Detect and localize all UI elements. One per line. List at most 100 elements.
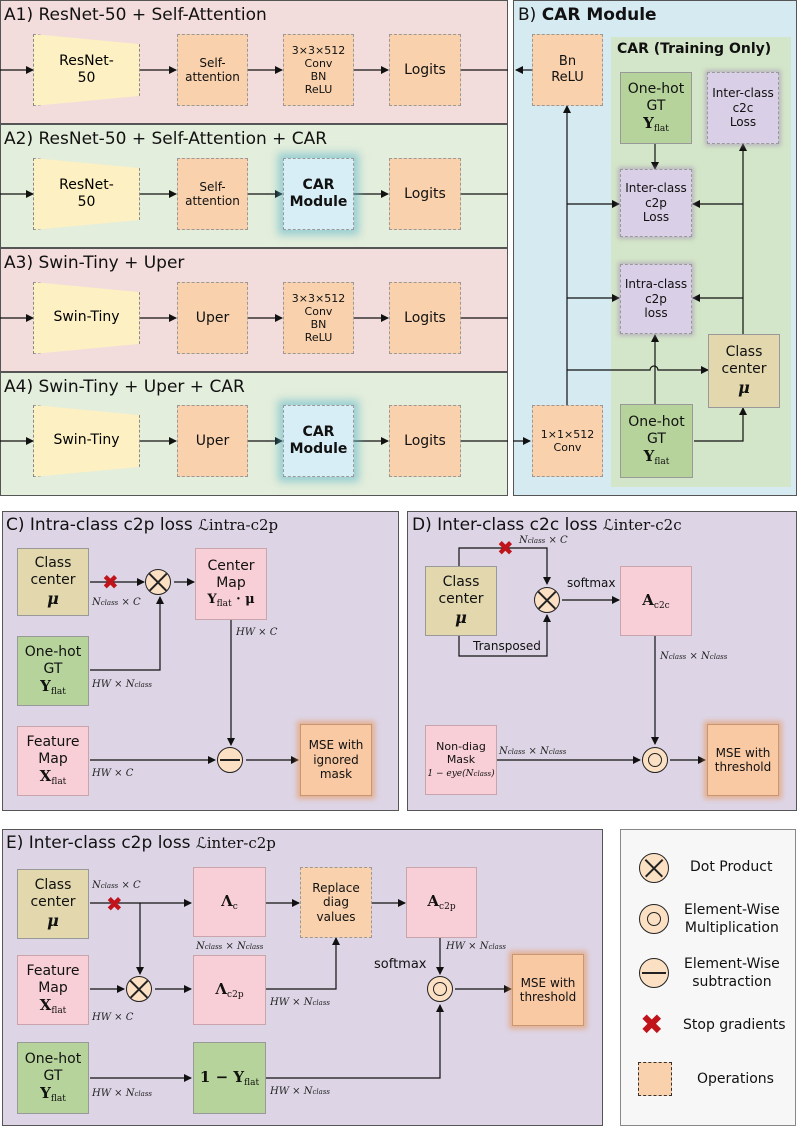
one-minus-y-symbol: 1 − Yflat: [200, 1068, 259, 1089]
mse-label-3: mask: [319, 767, 353, 782]
class-sub: class: [245, 943, 264, 951]
class-label: Class: [34, 877, 72, 894]
legend-dot-product-icon: [639, 853, 669, 883]
car-label-2: Module: [289, 194, 348, 210]
hw-text: HW: [446, 941, 465, 952]
lambda-letter: Λ: [221, 891, 233, 910]
legend-sub-1: Element-Wise: [684, 956, 780, 972]
flat-sub: flat: [50, 687, 66, 698]
title-e-math: ℒinter-c2p: [195, 834, 276, 852]
n-letter: N: [92, 597, 101, 608]
transposed-label: Transposed: [473, 639, 541, 653]
n-letter: N: [196, 941, 205, 952]
title-b-prefix: B): [518, 5, 537, 25]
n-letter: N: [660, 651, 669, 662]
mse-label-2: threshold: [519, 990, 577, 1004]
class-sub: class: [312, 999, 331, 1007]
n-letter: N: [499, 746, 508, 757]
legend-mult-2: Multiplication: [684, 919, 779, 936]
logits-label: Logits: [404, 432, 446, 449]
lambda-letter: Λ: [215, 979, 228, 998]
interc2p-label-3: Loss: [642, 210, 670, 225]
resnet-50-block-a1: ResNet-50: [33, 34, 140, 106]
ann-hw-ncls-c: HW × Nclass: [92, 679, 152, 690]
title-b: B) CAR Module: [518, 5, 657, 25]
times-n: × N: [686, 651, 710, 662]
ann-ncls-c-c: Nclass × C: [92, 597, 141, 608]
uper-label: Uper: [195, 432, 230, 449]
title-c-math: ℒintra-c2p: [198, 516, 279, 534]
class-sub: class: [134, 1090, 153, 1098]
times-c: × C: [118, 597, 141, 608]
class-sub: class: [709, 653, 728, 661]
a-letter: A: [642, 590, 654, 609]
legend-mult-1: Element-Wise: [684, 902, 780, 918]
relu-label: ReLU: [551, 70, 584, 85]
lambda-c2p-symbol: Λc2p: [215, 980, 243, 1001]
mu-symbol: μ: [47, 910, 59, 930]
self-label-1: Self-: [199, 55, 226, 70]
x-letter: X: [39, 996, 52, 1015]
title-b-text: CAR Module: [541, 5, 657, 25]
lambda-c-symbol: Λc: [221, 892, 238, 913]
car-label-2: Module: [289, 441, 348, 457]
mu-symbol: μ: [455, 607, 467, 627]
dot-product-icon-e: [126, 976, 152, 1002]
dot-product-icon-d: [534, 587, 560, 613]
nondiag-label-1: Non-diag: [436, 739, 486, 753]
c2p-sub: c2p: [227, 989, 244, 1000]
logits-label: Logits: [404, 309, 446, 326]
conv-label-2: Conv: [304, 56, 333, 70]
ann-ncls-c-e: Nclass × C: [92, 880, 141, 891]
conv-label-4: ReLU: [304, 83, 333, 97]
a-c2p-box: Ac2p: [406, 867, 477, 938]
mse-label-1: MSE with: [520, 975, 576, 990]
legend-operations-icon: [638, 1062, 672, 1096]
gt-label: GT: [43, 1067, 63, 1084]
ann-ncls-ncls-d: Nclass × Nclass: [660, 651, 727, 662]
times-c: × C: [118, 880, 141, 891]
flat-sub: flat: [653, 124, 669, 135]
class-sub: class: [488, 943, 507, 951]
title-c: C) Intra-class c2p loss ℒintra-c2p: [6, 515, 278, 535]
yflat-symbol: Yflat: [644, 447, 670, 467]
self-label-2: attention: [185, 194, 240, 208]
times-n: × N: [525, 746, 549, 757]
hw-text: HW: [270, 1086, 289, 1097]
intrac2p-label-2: c2p: [645, 291, 667, 306]
class-sub: class: [668, 653, 687, 661]
ann-hw-ncls-one-minus: HW × Nclass: [270, 1086, 330, 1097]
elementwise-mult-icon-d: [642, 747, 668, 773]
eye-formula: 1 − eye(Nclass): [427, 769, 495, 780]
dot-mu: · μ: [231, 592, 255, 608]
feature-label: Feature: [26, 962, 80, 979]
times-n: × N: [289, 997, 313, 1008]
title-a1: A1) ResNet-50 + Self-Attention: [4, 5, 267, 25]
center-label: center: [30, 894, 76, 911]
x-letter: X: [39, 767, 52, 786]
title-e-text: E) Inter-class c2p loss: [6, 833, 191, 853]
conv-label-4: ReLU: [304, 331, 333, 345]
replace-label-1: Replace: [312, 880, 360, 895]
replace-label-3: values: [316, 909, 356, 924]
self-label-2: attention: [185, 70, 240, 84]
ann-ncls-ncls-mask: Nclass × Nclass: [499, 746, 566, 757]
logits-op-a2: Logits: [389, 158, 461, 230]
conv1-label-2: Conv: [553, 441, 582, 454]
legend-sub-2: subtraction: [692, 973, 772, 990]
uper-op-a3: Uper: [177, 282, 248, 354]
feature-label: Feature: [26, 733, 80, 750]
legend-stop-gradient-icon: ✖: [640, 1008, 664, 1041]
car-label-1: CAR: [302, 424, 335, 441]
resnet-label-2: 50: [77, 194, 96, 210]
mse-label-2: threshold: [714, 760, 772, 774]
